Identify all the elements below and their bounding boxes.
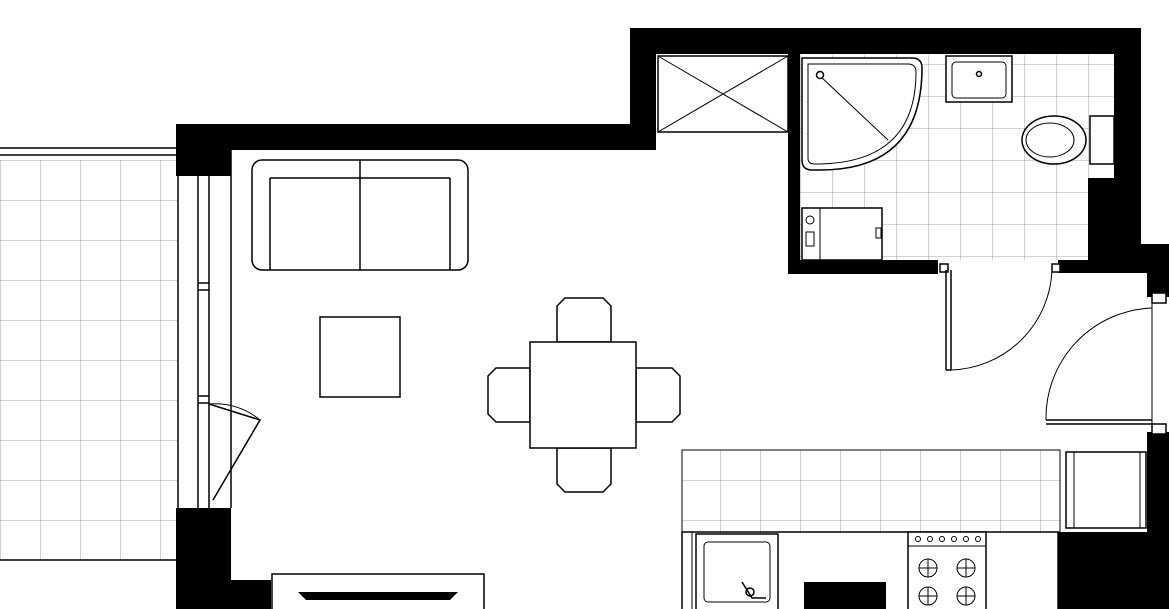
bathroom-sink (945, 55, 1013, 103)
sofa (251, 159, 469, 271)
tv-stand (271, 573, 485, 609)
shower (801, 57, 923, 171)
bathroom-door[interactable] (939, 263, 1061, 371)
kitchen-sink (695, 533, 779, 609)
refrigerator (1065, 451, 1147, 529)
dining-chair (556, 297, 612, 343)
toilet (1021, 115, 1115, 165)
balcony-door[interactable] (177, 150, 262, 508)
stove (907, 531, 987, 609)
oven-door (804, 582, 886, 609)
kitchen-area (681, 449, 1061, 533)
entrance-door[interactable] (1045, 292, 1167, 435)
dining-chair (635, 367, 681, 423)
dining-chair (487, 367, 531, 423)
dining-table (529, 341, 637, 449)
washing-machine (801, 207, 883, 261)
balcony (0, 147, 178, 561)
dining-chair (556, 447, 612, 493)
coffee-table (319, 316, 401, 398)
dining-set (487, 297, 681, 493)
walls (176, 28, 1169, 609)
storage-closet (657, 55, 789, 133)
